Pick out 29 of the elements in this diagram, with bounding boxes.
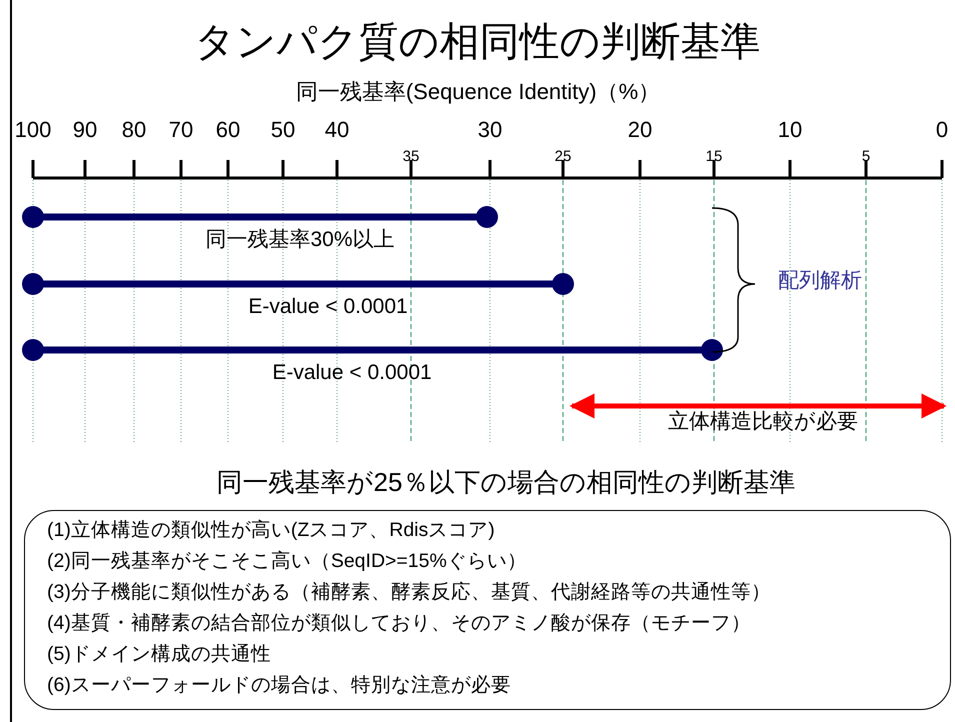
- tick-label: 90: [72, 116, 98, 144]
- arrow-label: 立体構造比較が必要: [667, 409, 859, 435]
- tick-label: 10: [776, 116, 804, 144]
- criteria-item: (5)ドメイン構成の共通性: [47, 642, 272, 667]
- criteria-item: (4)基質・補酵素の結合部位が類似しており、そのアミノ酸が保存（モチーフ）: [47, 611, 752, 636]
- tick-label: 30: [476, 116, 504, 144]
- criteria-item: (6)スーパーフォールドの場合は、特別な注意が必要: [47, 673, 512, 698]
- bar-label: 同一残基率30%以上: [204, 227, 396, 253]
- tick-label: 40: [324, 116, 350, 144]
- tick-label: 60: [214, 116, 242, 144]
- tick-label: 35: [402, 148, 420, 167]
- tick-label: 20: [626, 116, 654, 144]
- tick-label: 15: [704, 148, 724, 167]
- bar-label: E-value < 0.0001: [271, 360, 433, 386]
- group-label: 配列解析: [777, 268, 863, 294]
- criteria-item: (1)立体構造の類似性が高い(Zスコア、Rdisスコア): [47, 518, 496, 543]
- tick-label: 50: [270, 116, 296, 144]
- section-heading: 同一残基率が25％以下の場合の相同性の判断基準: [216, 466, 796, 498]
- tick-label: 0: [934, 116, 950, 144]
- criteria-item: (3)分子機能に類似性がある（補酵素、酵素反応、基質、代謝経路等の共通性等）: [47, 580, 772, 605]
- tick-label: 25: [554, 148, 572, 167]
- tick-label: 80: [120, 116, 148, 144]
- bar-label: E-value < 0.0001: [247, 294, 409, 320]
- tick-label: 100: [14, 116, 52, 144]
- title: タンパク質の相同性の判断基準: [194, 19, 762, 66]
- tick-label: 70: [168, 116, 194, 144]
- criteria-item: (2)同一残基率がそこそこ高い（SeqID>=15%ぐらい）: [47, 549, 528, 574]
- axis-title: 同一残基率(Sequence Identity)（%）: [294, 78, 662, 106]
- criteria-box: [24, 510, 951, 710]
